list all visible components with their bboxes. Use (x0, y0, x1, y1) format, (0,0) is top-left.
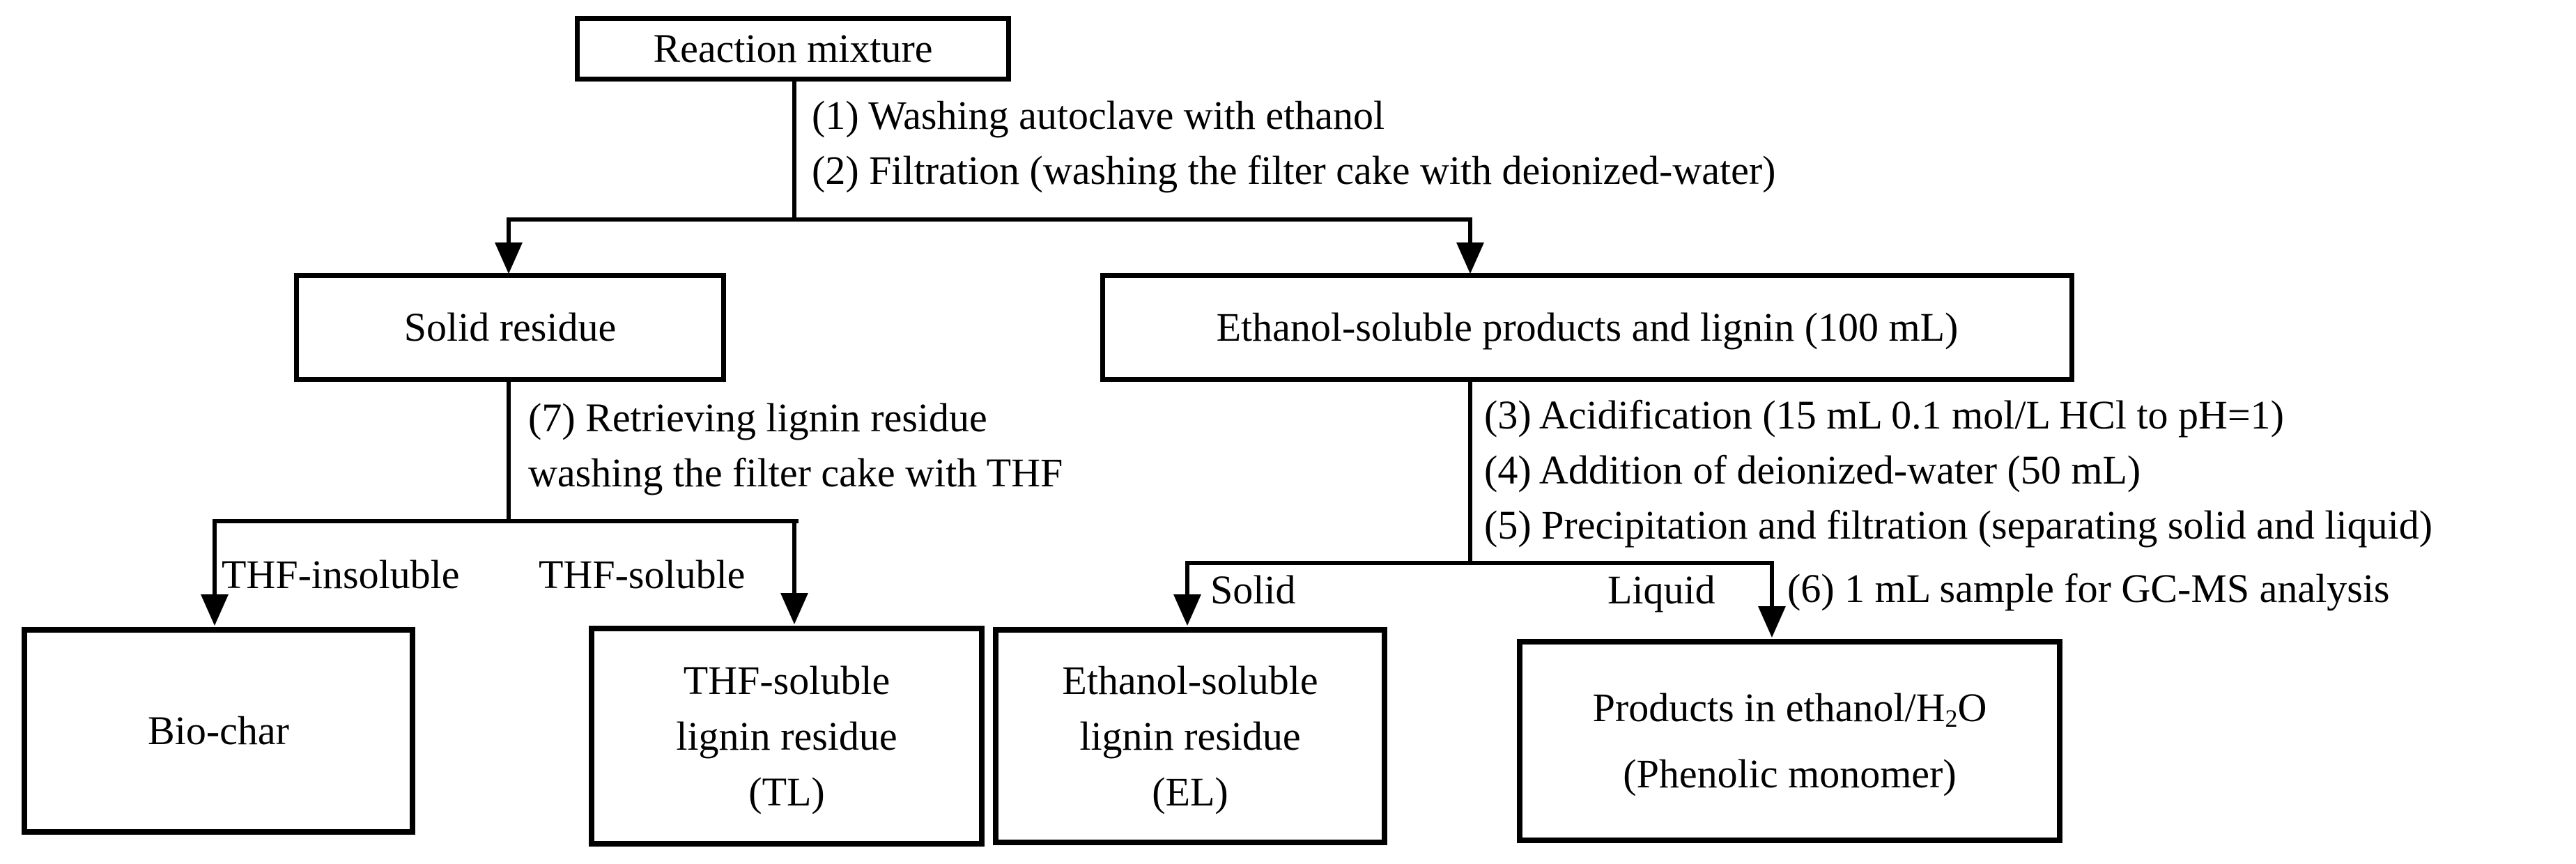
arrow-down-icon (780, 593, 808, 624)
connector-thf-insoluble-to-biochar (213, 519, 217, 597)
node-ethanol-soluble-lignin-residue: Ethanol-soluble lignin residue (EL) (993, 627, 1387, 845)
node-reaction-mixture-label: Reaction mixture (653, 26, 933, 71)
step-2-label: (2) Filtration (washing the filter cake … (812, 148, 1776, 193)
products-line1-post: O (1957, 685, 1987, 731)
branch-line-thf (213, 519, 799, 523)
branch-label-thf-insoluble: THF-insoluble (222, 552, 460, 597)
connector-reaction-to-branch (792, 82, 796, 219)
node-ethanol-soluble-products: Ethanol-soluble products and lignin (100… (1100, 273, 2074, 382)
step-1-label: (1) Washing autoclave with ethanol (812, 93, 1385, 138)
step-list-1-2: (1) Washing autoclave with ethanol (2) F… (812, 88, 1775, 198)
arrow-down-icon (201, 594, 229, 626)
products-line1-pre: Products in ethanol/H (1592, 685, 1945, 731)
products-line1-subscript: 2 (1945, 704, 1958, 732)
node-el-label-line1: Ethanol-soluble (1062, 657, 1318, 703)
branch-label-liquid: Liquid (1607, 567, 1715, 612)
node-reaction-mixture: Reaction mixture (575, 16, 1011, 82)
node-el-label-line2: lignin residue (1079, 713, 1301, 759)
node-thf-soluble-lignin-residue: THF-soluble lignin residue (TL) (589, 626, 985, 847)
node-solid-residue-label: Solid residue (403, 304, 617, 350)
node-solid-residue: Solid residue (294, 273, 726, 382)
connector-liquid-to-products (1770, 561, 1774, 610)
connector-thf-soluble-to-tl (792, 519, 796, 596)
node-bio-char-label: Bio-char (148, 708, 289, 753)
arrow-down-icon (1173, 594, 1201, 626)
node-tl-label-line1: THF-soluble (683, 657, 890, 703)
node-ethanol-soluble-products-label: Ethanol-soluble products and lignin (100… (1216, 304, 1959, 350)
node-products-in-ethanol-water: Products in ethanol/H2O (Phenolic monome… (1517, 639, 2062, 843)
branch-label-solid: Solid (1210, 567, 1296, 612)
node-products-label-line1: Products in ethanol/H2O (1593, 680, 1987, 746)
node-products-label-line2: (Phenolic monomer) (1623, 750, 1957, 796)
connector-solid-residue-to-thf-branch (507, 382, 511, 523)
step-7-line2-label: washing the filter cake with THF (528, 450, 1063, 495)
node-el-label-line3: (EL) (1152, 769, 1228, 815)
step-list-7: (7) Retrieving lignin residue washing th… (528, 390, 1063, 500)
arrow-down-icon (1456, 242, 1484, 274)
step-list-3-4-5: (3) Acidification (15 mL 0.1 mol/L HCl t… (1484, 387, 2432, 553)
connector-branch-to-ethanol-soluble (1468, 217, 1472, 247)
connector-solid-to-el (1185, 561, 1189, 597)
connector-branch-to-solid-residue (507, 217, 511, 247)
node-tl-label-line3: (TL) (748, 769, 825, 815)
node-bio-char: Bio-char (22, 627, 415, 835)
arrow-down-icon (1758, 606, 1786, 638)
node-tl-label-line2: lignin residue (676, 713, 897, 759)
step-7-line1-label: (7) Retrieving lignin residue (528, 395, 987, 440)
connector-ethanol-soluble-to-branch (1468, 382, 1472, 565)
step-3-label: (3) Acidification (15 mL 0.1 mol/L HCl t… (1484, 392, 2284, 438)
step-4-label: (4) Addition of deionized-water (50 mL) (1484, 447, 2141, 493)
branch-line-filtration (507, 217, 1472, 222)
branch-label-thf-soluble: THF-soluble (539, 552, 746, 597)
step-5-label: (5) Precipitation and filtration (separa… (1484, 502, 2433, 548)
arrow-down-icon (495, 242, 523, 274)
step-6-label: (6) 1 mL sample for GC-MS analysis (1787, 566, 2390, 611)
branch-line-solid-liquid (1185, 561, 1774, 565)
